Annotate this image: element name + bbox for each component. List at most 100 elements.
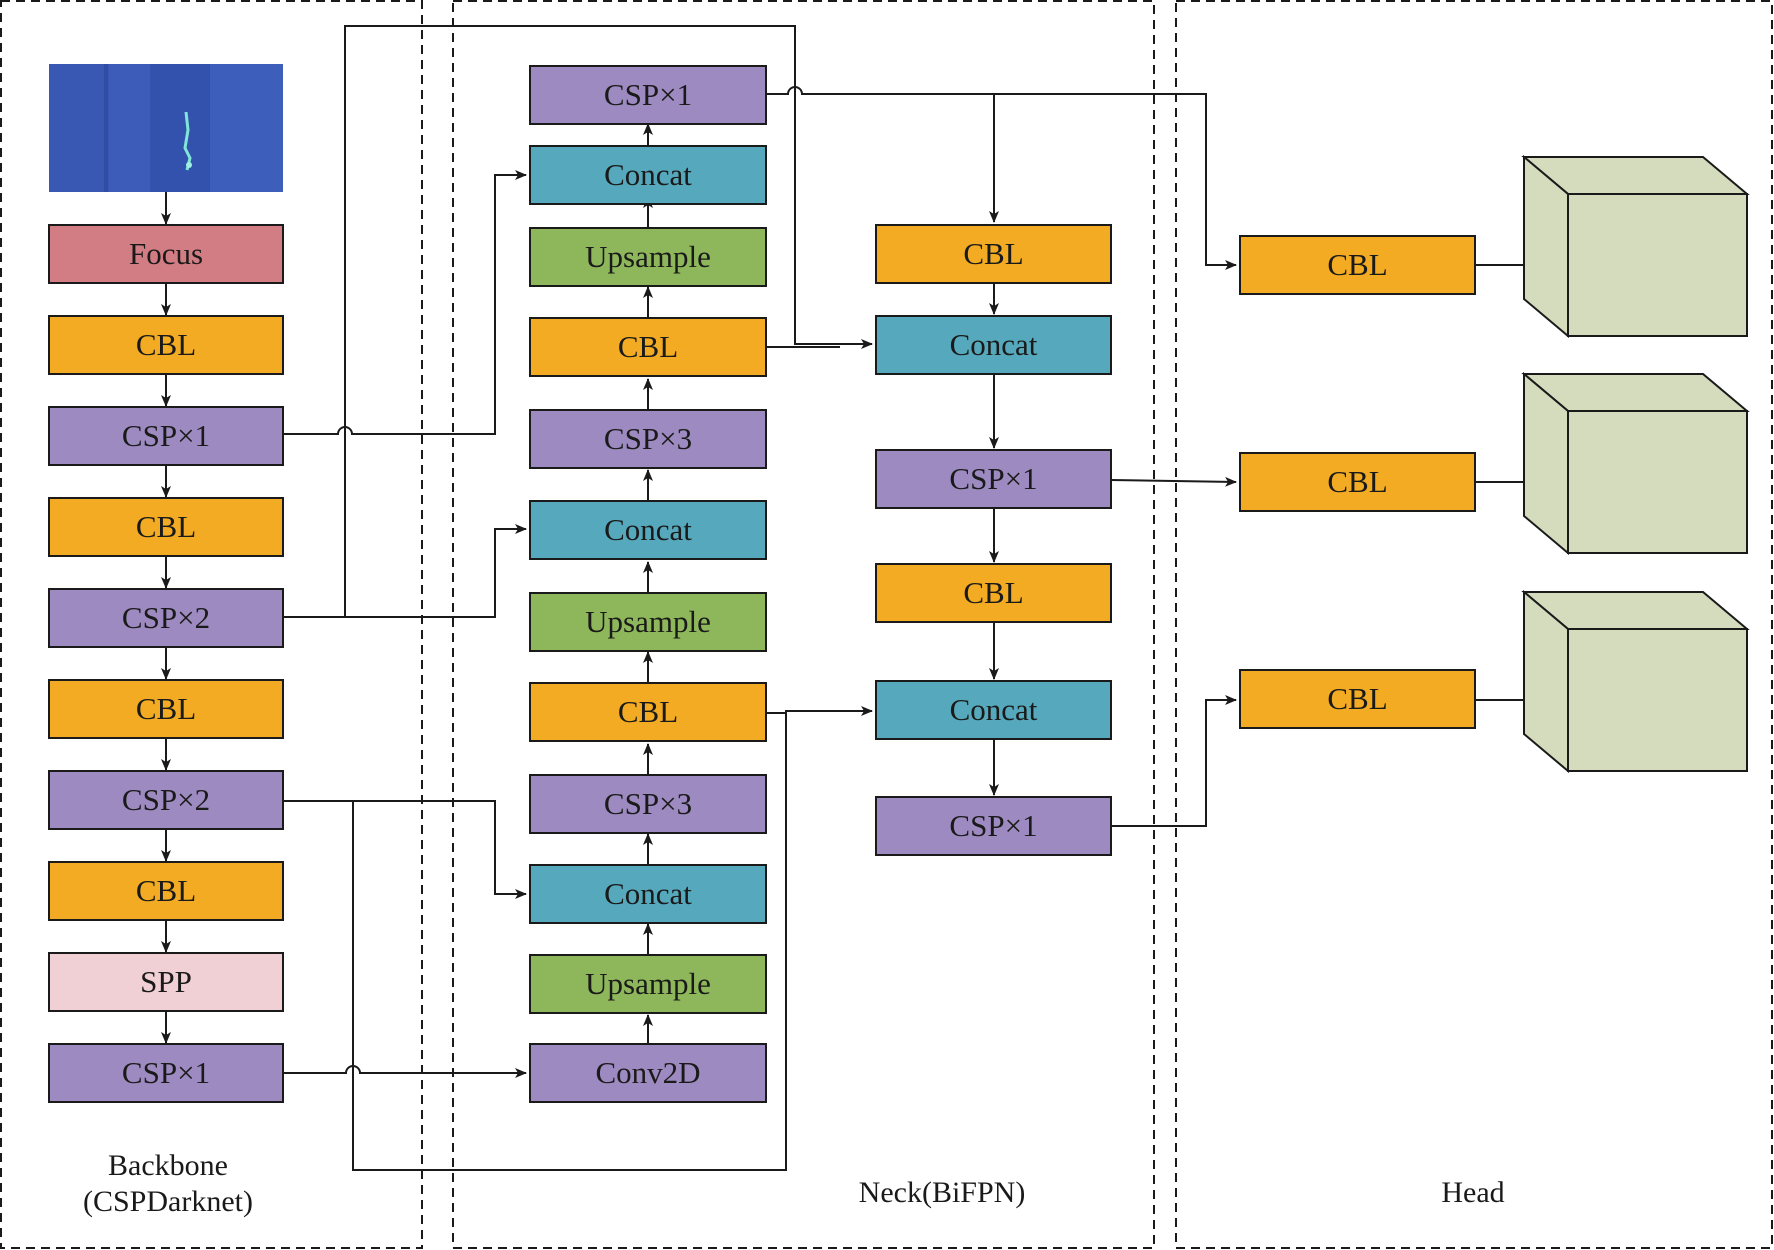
- backbone-label-line2: (CSPDarknet): [83, 1185, 253, 1218]
- neck-left-block-label-8: CSP×3: [604, 786, 692, 821]
- backbone-block-label-7: CBL: [136, 873, 196, 908]
- neck-left-block-label-10: Upsample: [585, 966, 711, 1001]
- neck-left-block-label-0: CSP×1: [604, 77, 692, 112]
- neck-left-block-label-9: Concat: [604, 876, 692, 911]
- neck-left-block-cbl-3: CBL: [529, 317, 767, 377]
- neck-right-block-label-5: CSP×1: [949, 808, 1037, 843]
- neck-right-block-label-2: CSP×1: [949, 461, 1037, 496]
- neck-left-block-upsample-6: Upsample: [529, 592, 767, 652]
- neck-right-block-label-3: CBL: [963, 575, 1023, 610]
- backbone-block-cspx1-2: CSP×1: [48, 406, 284, 466]
- neck-left-block-box-6: [529, 592, 767, 652]
- backbone-block-cspx2-4: CSP×2: [48, 588, 284, 648]
- backbone-block-label-8: SPP: [140, 964, 192, 999]
- neck-right-block-box-1: [875, 315, 1112, 375]
- neck-right-block-label-0: CBL: [963, 236, 1023, 271]
- backbone-block-cbl-5: CBL: [48, 679, 284, 739]
- neck-left-block-box-0: [529, 65, 767, 125]
- backbone-block-label-9: CSP×1: [122, 1055, 210, 1090]
- neck-left-block-concat-9: Concat: [529, 864, 767, 924]
- neck-right-block-concat-1: Concat: [875, 315, 1112, 375]
- head-block-label-0: CBL: [1327, 247, 1387, 282]
- neck-right-block-box-4: [875, 680, 1112, 740]
- neck-left-block-box-3: [529, 317, 767, 377]
- output-cube-small: [1521, 589, 1750, 774]
- head-block-box-1: [1239, 452, 1476, 512]
- neck-left-block-upsample-10: Upsample: [529, 954, 767, 1014]
- neck-right-block-concat-4: Concat: [875, 680, 1112, 740]
- neck-right-block-cspx1-5: CSP×1: [875, 796, 1112, 856]
- output-cube-medium: [1521, 371, 1750, 556]
- neck-left-block-box-5: [529, 500, 767, 560]
- neck-right-block-cspx1-2: CSP×1: [875, 449, 1112, 509]
- neck-left-block-concat-1: Concat: [529, 145, 767, 205]
- connectors: [161, 25, 1569, 1171]
- neck-left-block-box-1: [529, 145, 767, 205]
- backbone-block-label-0: Focus: [129, 236, 203, 271]
- neck-left-block-label-1: Concat: [604, 157, 692, 192]
- neck-left-block-box-2: [529, 227, 767, 287]
- neck-section-frame: [452, 0, 1155, 1249]
- input-image: [49, 64, 283, 192]
- backbone-block-box-8: [48, 952, 284, 1012]
- neck-right-block-box-2: [875, 449, 1112, 509]
- backbone-block-label-6: CSP×2: [122, 782, 210, 817]
- backbone-block-label-1: CBL: [136, 327, 196, 362]
- backbone-block-label-4: CSP×2: [122, 600, 210, 635]
- backbone-block-cbl-7: CBL: [48, 861, 284, 921]
- neck-right-block-box-5: [875, 796, 1112, 856]
- output-cube-large: [1521, 154, 1750, 339]
- neck-right-block-box-0: [875, 224, 1112, 284]
- backbone-block-box-9: [48, 1043, 284, 1103]
- head-block-cbl-0: CBL: [1239, 235, 1476, 295]
- neck-left-block-box-9: [529, 864, 767, 924]
- backbone-block-box-6: [48, 770, 284, 830]
- head-block-cbl-2: CBL: [1239, 669, 1476, 729]
- backbone-block-label-3: CBL: [136, 509, 196, 544]
- backbone-label-line1: Backbone: [108, 1149, 228, 1182]
- backbone-block-box-3: [48, 497, 284, 557]
- backbone-block-box-1: [48, 315, 284, 375]
- neck-left-block-label-4: CSP×3: [604, 421, 692, 456]
- backbone-block-spp-8: SPP: [48, 952, 284, 1012]
- neck-left-block-label-7: CBL: [618, 694, 678, 729]
- neck-label: Neck(BiFPN): [859, 1176, 1026, 1209]
- neck-left-block-box-11: [529, 1043, 767, 1103]
- neck-left-block-label-11: Conv2D: [595, 1055, 700, 1090]
- backbone-block-focus-0: Focus: [48, 224, 284, 284]
- head-section-frame: [1175, 0, 1773, 1249]
- backbone-block-box-0: [48, 224, 284, 284]
- neck-right-block-label-4: Concat: [950, 692, 1038, 727]
- neck-right-block-cbl-3: CBL: [875, 563, 1112, 623]
- head-block-box-0: [1239, 235, 1476, 295]
- neck-left-block-upsample-2: Upsample: [529, 227, 767, 287]
- head-block-label-2: CBL: [1327, 681, 1387, 716]
- neck-left-block-cbl-7: CBL: [529, 682, 767, 742]
- neck-left-block-cspx1-0: CSP×1: [529, 65, 767, 125]
- backbone-block-cbl-1: CBL: [48, 315, 284, 375]
- backbone-section-frame: [0, 0, 423, 1249]
- neck-right-block-label-1: Concat: [950, 327, 1038, 362]
- neck-left-block-conv2d-11: Conv2D: [529, 1043, 767, 1103]
- backbone-block-cbl-3: CBL: [48, 497, 284, 557]
- head-block-box-2: [1239, 669, 1476, 729]
- neck-left-block-box-10: [529, 954, 767, 1014]
- backbone-block-label-5: CBL: [136, 691, 196, 726]
- neck-left-block-box-4: [529, 409, 767, 469]
- neck-right-block-cbl-0: CBL: [875, 224, 1112, 284]
- neck-left-block-label-5: Concat: [604, 512, 692, 547]
- neck-left-block-label-2: Upsample: [585, 239, 711, 274]
- head-block-label-1: CBL: [1327, 464, 1387, 499]
- backbone-block-cspx2-6: CSP×2: [48, 770, 284, 830]
- neck-right-block-box-3: [875, 563, 1112, 623]
- backbone-block-box-4: [48, 588, 284, 648]
- neck-left-block-box-8: [529, 774, 767, 834]
- neck-left-block-cspx3-4: CSP×3: [529, 409, 767, 469]
- backbone-block-label-2: CSP×1: [122, 418, 210, 453]
- backbone-block-box-2: [48, 406, 284, 466]
- head-label: Head: [1441, 1176, 1504, 1209]
- neck-left-block-box-7: [529, 682, 767, 742]
- neck-left-block-concat-5: Concat: [529, 500, 767, 560]
- neck-left-block-label-6: Upsample: [585, 604, 711, 639]
- head-block-cbl-1: CBL: [1239, 452, 1476, 512]
